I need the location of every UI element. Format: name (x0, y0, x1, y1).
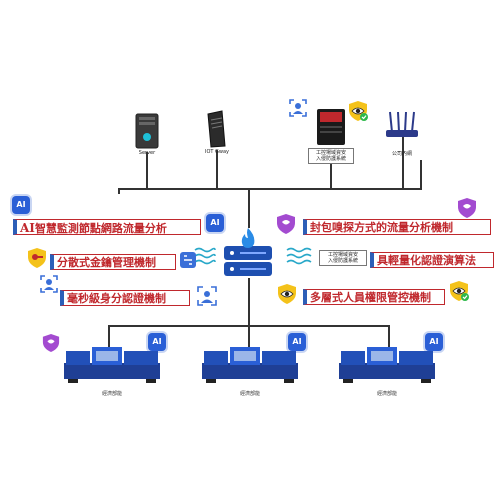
router-icon (386, 111, 418, 137)
feature-identity-auth: 毫秒級身分認證機制 (60, 290, 190, 306)
wave-left-icon (194, 247, 216, 265)
injection-machine-icon (202, 347, 298, 383)
machine2-drop (248, 325, 250, 347)
person-scan-icon (289, 99, 307, 117)
ai-chip-icon: AI (425, 333, 443, 351)
ai-chip-icon: AI (148, 333, 166, 351)
ai-chip-icon: AI (206, 214, 224, 232)
firewall-server-icon (224, 228, 272, 276)
security-device-drop (330, 150, 332, 189)
shield-heart-icon (277, 214, 295, 234)
center-system-box: 工控場域資安 入侵防護系統 (319, 250, 367, 266)
server-label: Server (138, 150, 156, 156)
machine-caption: 經濟部能 (101, 391, 122, 397)
right-bus-stub (420, 160, 422, 190)
top-bus-line (118, 188, 420, 190)
machine3-drop (388, 325, 390, 347)
feature-text: 具輕量化認證演算法 (377, 254, 476, 267)
feature-permission-control: 多層式人員權限管控機制 (303, 289, 445, 305)
router-label: 公司內網 (391, 151, 412, 157)
machine-caption: 經濟部能 (376, 391, 397, 397)
feature-text: 分散式金鑰管理機制 (57, 256, 156, 269)
router-drop (402, 135, 404, 189)
eye-shield-icon (450, 281, 469, 301)
feature-packet-sniffing: 封包嗅探方式的流量分析機制 (303, 219, 491, 235)
shield-heart-icon (458, 198, 476, 218)
machine-caption: 經濟部能 (239, 391, 260, 397)
eye-shield-icon (278, 284, 296, 304)
eye-shield-icon (349, 101, 368, 121)
feature-text: 毫秒級身分認證機制 (67, 292, 166, 305)
injection-machine-icon (339, 347, 435, 383)
feature-text: 智慧監測節點網路流量分析 (34, 222, 167, 235)
feature-text: 多層式人員權限管控機制 (310, 291, 431, 304)
feature-ai-monitoring: AI智慧監測節點網路流量分析 (13, 219, 201, 235)
trunk-bottom (248, 278, 250, 326)
ai-chip-icon: AI (288, 333, 306, 351)
server-icon (135, 113, 159, 149)
wave-right-icon (286, 247, 312, 265)
server-drop (146, 152, 148, 189)
person-scan-icon (40, 275, 58, 293)
shield-heart-icon (42, 334, 60, 352)
face-scan-icon (197, 286, 217, 306)
trunk-top (248, 188, 250, 228)
iot-drop (216, 150, 218, 189)
feature-text: 封包嗅探方式的流量分析機制 (310, 221, 453, 234)
security-device-label: 工控場域資安 入侵防護系統 (308, 148, 354, 164)
ai-prefix: AI (20, 221, 35, 235)
machine1-drop (108, 325, 110, 347)
ai-chip-icon: AI (12, 196, 30, 214)
feature-lightweight-auth: 具輕量化認證演算法 (370, 252, 494, 268)
left-bus-stub (118, 188, 120, 194)
security-appliance-icon (317, 109, 345, 145)
key-chip-icon (180, 252, 196, 268)
iot-gateway-label: IOT Gway (204, 149, 230, 155)
feature-key-management: 分散式金鑰管理機制 (50, 254, 176, 270)
injection-machine-icon (64, 347, 160, 383)
iot-gateway-icon (207, 110, 226, 148)
key-shield-icon (28, 248, 46, 268)
